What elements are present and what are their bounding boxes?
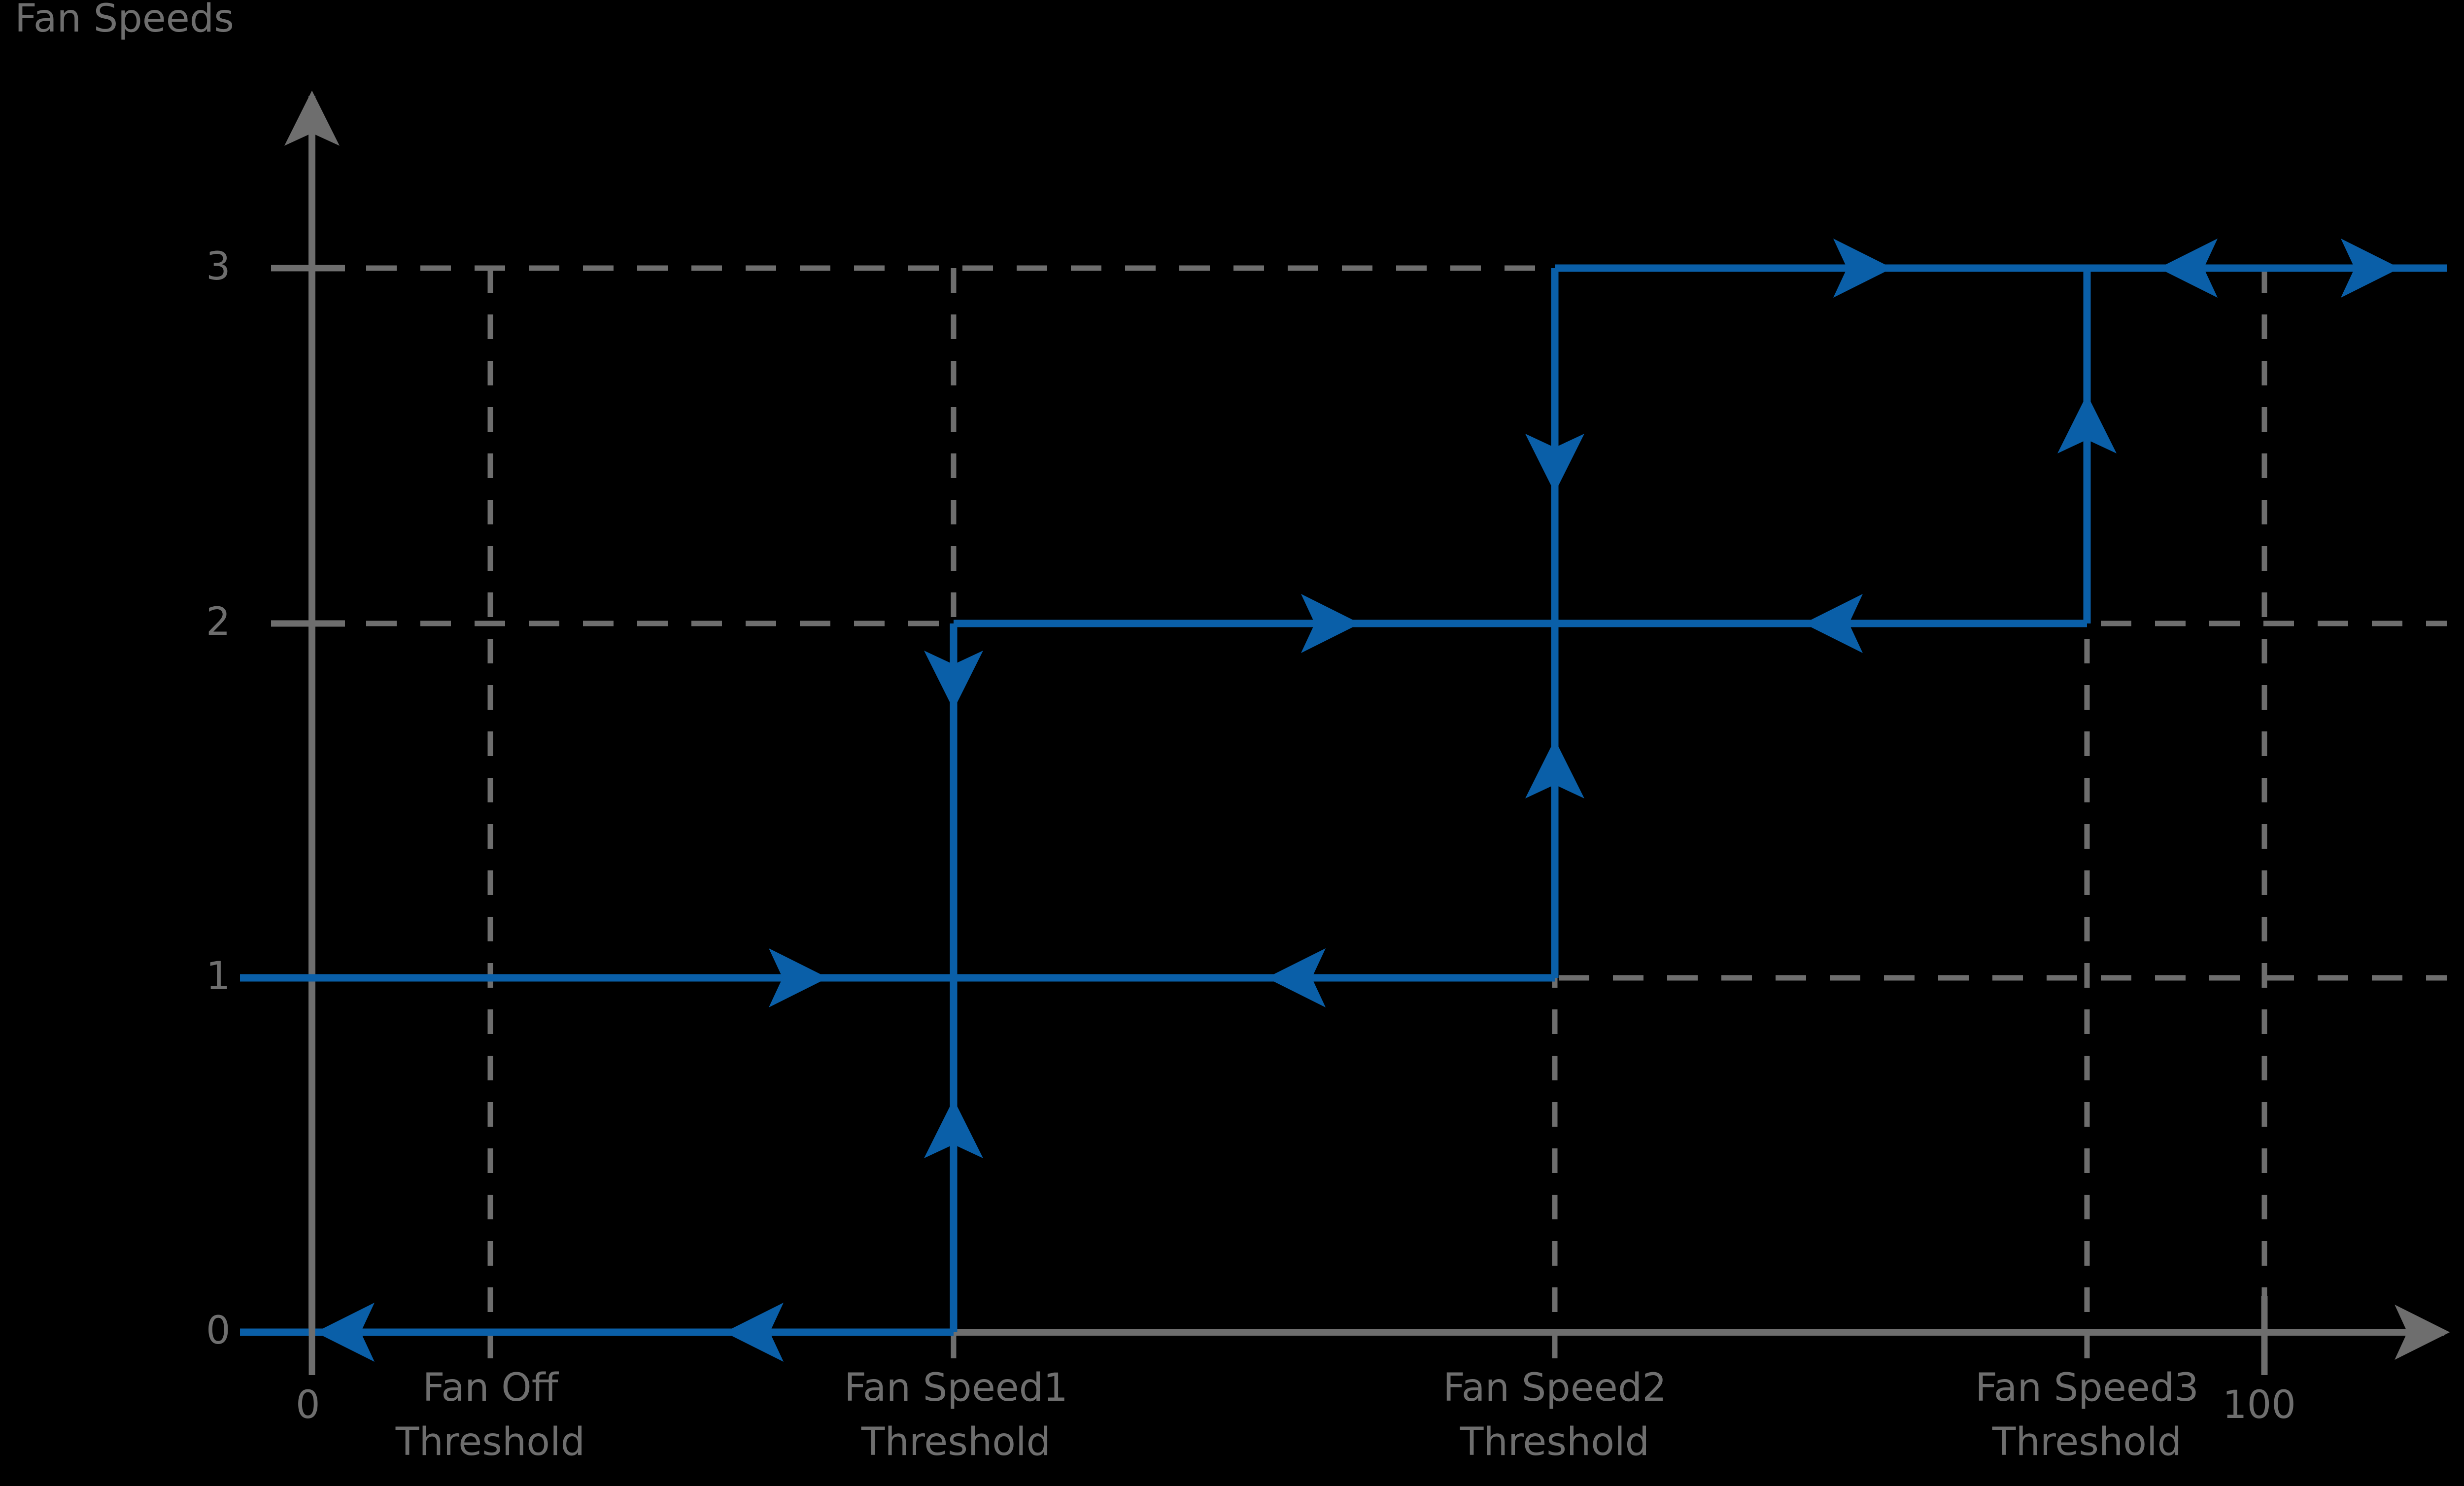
curve-direction-arrows (315, 239, 2400, 1362)
arrow-level0-right-b (724, 1303, 784, 1362)
threshold-label-fan-speed1-line1: Fan Speed1 (844, 1366, 1068, 1410)
arrow-riser-speed2-up (1525, 739, 1584, 798)
threshold-label-fan-speed2-line1: Fan Speed2 (1443, 1366, 1667, 1410)
arrow-riser-speed1-down (924, 651, 983, 710)
arrow-level3-right (2158, 239, 2218, 298)
arrow-riser-speed2-down (1525, 434, 1584, 493)
threshold-gridlines (487, 268, 2267, 1360)
threshold-label-fan-off-line2: Threshold (395, 1420, 585, 1464)
x-tick-label-0: 0 (296, 1383, 320, 1427)
threshold-label-fan-off-line1: Fan Off (422, 1366, 558, 1410)
y-tick-label-3: 3 (206, 244, 231, 289)
y-axis-ticks (271, 265, 345, 981)
arrow-level3-left-a (1833, 239, 1892, 298)
y-tick-label-1: 1 (206, 954, 231, 999)
threshold-label-fan-speed1-line2: Threshold (861, 1420, 1051, 1464)
y-tick-label-2: 2 (206, 600, 231, 644)
x-tick-label-100: 100 (2223, 1383, 2296, 1427)
arrow-level0-right-a (315, 1303, 375, 1362)
threshold-label-fan-speed3-line2: Threshold (1992, 1420, 2182, 1464)
arrow-level2-right (1804, 594, 1863, 653)
y-tick-label-0: 0 (206, 1309, 231, 1353)
threshold-label-fan-speed3-line1: Fan Speed3 (1975, 1366, 2199, 1410)
x-axis-ticks (308, 1296, 2268, 1375)
y-axis-title: Fan Speeds (15, 0, 234, 41)
arrow-level1-left (769, 948, 828, 1007)
arrow-riser-speed1-up (924, 1099, 983, 1158)
arrow-level3-left-b (2341, 239, 2400, 298)
arrow-level2-left (1301, 594, 1360, 653)
threshold-label-fan-speed2-line2: Threshold (1460, 1420, 1650, 1464)
fan-speed-curve (240, 264, 2447, 1336)
arrow-level1-right (1266, 948, 1326, 1007)
arrow-riser-speed3-up (2057, 394, 2117, 453)
